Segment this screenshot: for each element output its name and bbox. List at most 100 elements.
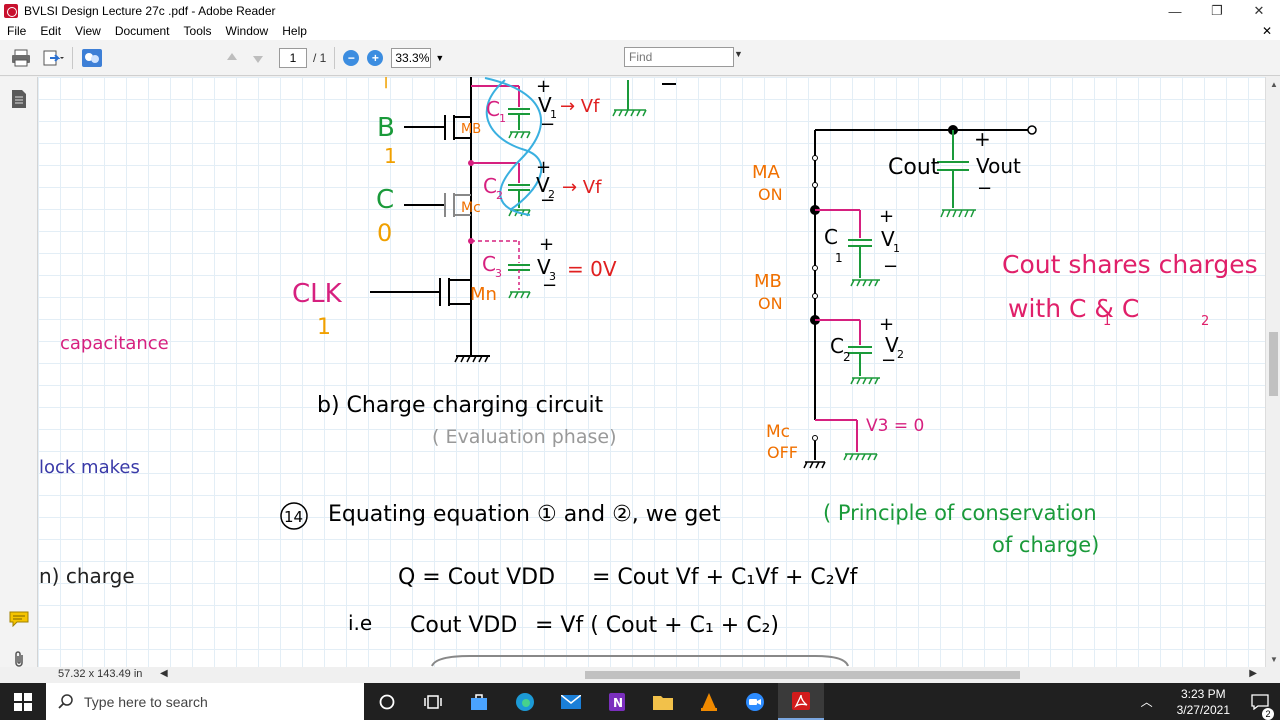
menu-tools[interactable]: Tools	[183, 24, 212, 38]
svg-text:2: 2	[548, 188, 555, 201]
svg-text:−: −	[977, 178, 992, 199]
scroll-up-icon[interactable]: ▲	[1270, 80, 1278, 89]
action-center-icon[interactable]: 2	[1240, 693, 1280, 720]
maximize-button[interactable]: ❐	[1211, 3, 1223, 18]
zoom-in-button[interactable]: +	[367, 49, 384, 66]
attachment-icon[interactable]	[9, 649, 29, 669]
label-v3-right: V3 = 0	[866, 416, 924, 436]
edge-browser-icon[interactable]	[502, 683, 548, 720]
scroll-left-icon[interactable]: ◀	[160, 668, 168, 679]
vertical-scrollbar[interactable]: ▲ ▼	[1265, 77, 1280, 667]
onenote-icon[interactable]: N	[594, 683, 640, 720]
menu-file[interactable]: File	[7, 24, 27, 38]
zoom-level-input[interactable]: 33.3%	[391, 47, 432, 68]
zoom-dropdown-icon[interactable]: ▼	[435, 52, 445, 63]
next-page-icon[interactable]	[247, 47, 269, 69]
taskbar-search-input[interactable]: Type here to search	[46, 683, 364, 720]
taskbar-clock[interactable]: 3:23 PM 3/27/2021	[1177, 686, 1230, 718]
svg-text:2: 2	[897, 348, 904, 361]
caption-evaluation-phase: ( Evaluation phase)	[432, 426, 617, 448]
collaborate-icon[interactable]	[81, 47, 103, 69]
scroll-right-icon[interactable]: ▶	[1249, 668, 1257, 679]
close-button[interactable]: ✕	[1253, 3, 1265, 18]
page-dimensions: 57.32 x 143.49 in	[58, 668, 143, 680]
label-mc-right: Mc	[766, 422, 790, 442]
label-c1: C	[486, 97, 500, 121]
find-input[interactable]: Find	[624, 47, 734, 67]
equation-q-rhs: = Cout Vf + C₁Vf + C₂Vf	[592, 565, 859, 590]
label-vout: Vout	[976, 154, 1021, 178]
tray-chevron-up-icon[interactable]: ︿	[1140, 695, 1153, 709]
print-icon[interactable]	[10, 47, 32, 69]
circuit-b	[370, 77, 676, 363]
principle-text: ( Principle of conservation	[823, 501, 1097, 525]
label-c: C	[376, 185, 394, 215]
svg-text:+: +	[879, 314, 894, 335]
label-ma: MA	[752, 162, 781, 183]
zoom-app-icon[interactable]	[732, 683, 778, 720]
svg-text:1: 1	[499, 112, 506, 125]
svg-text:+: +	[536, 77, 551, 97]
task-view-icon[interactable]	[410, 683, 456, 720]
windows-taskbar: Type here to search N ︿ 3:23 PM 3/27/202…	[0, 683, 1280, 720]
label-v3: V	[537, 255, 551, 279]
label-mb: MB	[461, 122, 481, 137]
export-pdf-icon[interactable]	[42, 47, 64, 69]
menu-edit[interactable]: Edit	[40, 24, 62, 38]
equation-q-lhs: Q = Cout VDD	[398, 565, 555, 590]
document-close-icon[interactable]: ✕	[1261, 24, 1272, 38]
vlc-icon[interactable]	[686, 683, 732, 720]
caption-charge-circuit: b) Charge charging circuit	[317, 393, 604, 418]
horizontal-scrollbar[interactable]: ◀ ▶	[160, 668, 1265, 681]
label-c3: C	[482, 252, 496, 276]
toolbar: 1 / 1 − + 33.3% ▼ Find ▼	[0, 40, 1280, 76]
label-mn: Mn	[470, 284, 497, 305]
equation-ie-prefix: i.e	[348, 611, 372, 635]
mail-icon[interactable]	[548, 683, 594, 720]
equation-number: 14	[284, 508, 303, 526]
minimize-button[interactable]: —	[1168, 3, 1182, 19]
svg-text:+: +	[536, 157, 551, 178]
windows-start-button[interactable]	[0, 683, 46, 720]
comment-icon[interactable]	[9, 609, 29, 629]
find-dropdown-icon[interactable]: ▼	[734, 49, 743, 59]
svg-text:1: 1	[835, 251, 843, 265]
zoom-out-button[interactable]: −	[343, 49, 360, 66]
svg-text:−: −	[540, 114, 555, 135]
label-v1-right: V	[881, 227, 895, 251]
menu-document[interactable]: Document	[114, 24, 170, 38]
clock-date: 3/27/2021	[1176, 702, 1230, 717]
svg-text:−: −	[542, 275, 557, 296]
equation-ie-rhs: = Vf ( Cout + C₁ + C₂)	[535, 613, 779, 638]
store-icon[interactable]	[456, 683, 502, 720]
menu-window[interactable]: Window	[225, 24, 269, 38]
circuit-right	[803, 125, 1037, 469]
toolbar-separator	[334, 46, 336, 69]
svg-text:2: 2	[496, 189, 503, 202]
menu-help[interactable]: Help	[282, 24, 307, 38]
notification-badge: 2	[1262, 707, 1274, 720]
note-cout-shares: Cout shares charges	[1002, 250, 1258, 279]
svg-text:+: +	[974, 127, 991, 151]
label-c2: C	[483, 174, 497, 198]
label-v2-right: V	[885, 333, 899, 357]
svg-text:|: |	[383, 77, 389, 89]
adobe-reader-taskbar-icon[interactable]	[778, 683, 824, 720]
file-explorer-icon[interactable]	[640, 683, 686, 720]
pages-panel-icon[interactable]	[9, 89, 29, 109]
label-clk-value: 1	[317, 315, 331, 340]
page-number-input[interactable]: 1	[279, 47, 307, 68]
cortana-icon[interactable]	[364, 683, 410, 720]
scroll-down-icon[interactable]: ▼	[1270, 655, 1278, 664]
menu-view[interactable]: View	[75, 24, 101, 38]
taskbar-search-placeholder: Type here to search	[84, 693, 208, 710]
toolbar-separator	[72, 46, 73, 69]
search-icon	[58, 693, 73, 709]
horizontal-scroll-thumb[interactable]	[585, 671, 1020, 679]
document-page[interactable]: capacitance lock makes n) charge	[38, 77, 1265, 667]
svg-text:3: 3	[549, 270, 556, 283]
label-v2: V	[536, 173, 550, 197]
menu-bar: File Edit View Document Tools Window Hel…	[0, 22, 1280, 40]
previous-page-icon[interactable]	[221, 47, 243, 69]
vertical-scroll-thumb[interactable]	[1269, 332, 1278, 396]
